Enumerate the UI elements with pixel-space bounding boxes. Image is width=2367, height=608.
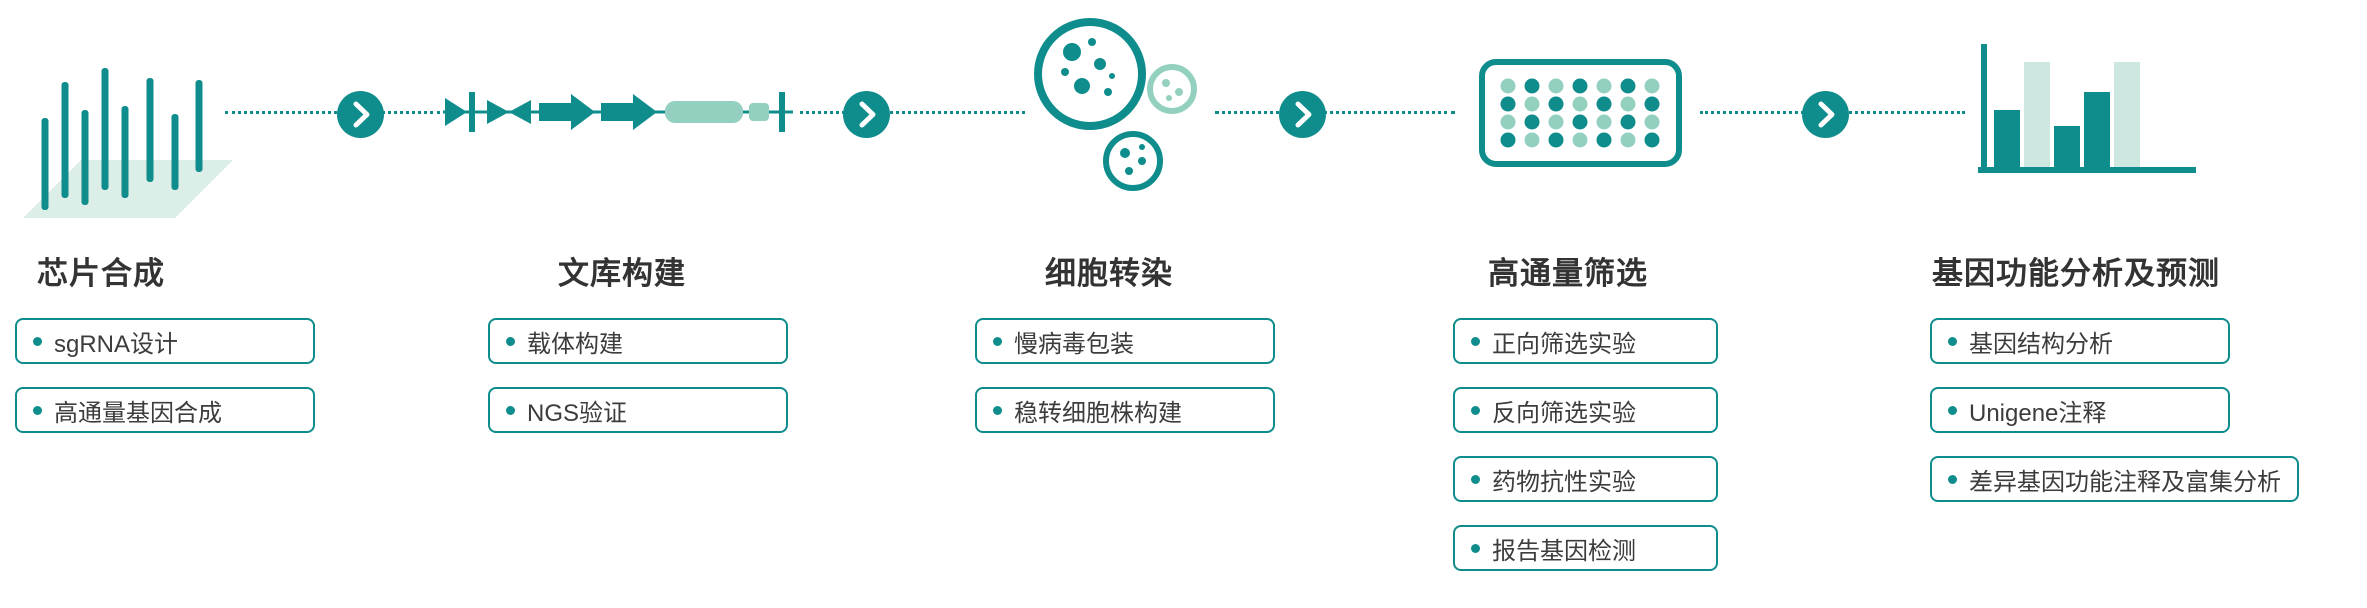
bullet-icon bbox=[993, 336, 1002, 346]
stage-items: sgRNA设计高通量基因合成 bbox=[15, 318, 315, 433]
stage-library-construction: 文库构建 载体构建 NGS验证 bbox=[443, 0, 818, 608]
workflow-item: 报告基因检测 bbox=[1453, 525, 1718, 571]
bullet-icon bbox=[1948, 405, 1957, 415]
dotted-connector bbox=[225, 111, 440, 114]
arrow-circle bbox=[843, 91, 890, 138]
bullet-icon bbox=[993, 405, 1002, 415]
stage-items: 基因结构分析 Unigene注释差异基因功能注释及富集分析 bbox=[1930, 318, 2299, 502]
chevron-right-icon bbox=[1295, 101, 1312, 128]
stage-title: 芯片合成 bbox=[37, 256, 165, 291]
workflow-item-label: 基因结构分析 bbox=[1969, 330, 2113, 358]
bar-chart-icon bbox=[1970, 42, 2200, 187]
workflow-item-label: 载体构建 bbox=[527, 330, 623, 358]
workflow-item: 稳转细胞株构建 bbox=[975, 387, 1275, 433]
bullet-icon bbox=[1948, 474, 1957, 484]
workflow-item-label: 报告基因检测 bbox=[1492, 537, 1636, 565]
dotted-connector bbox=[800, 111, 1025, 114]
workflow-item-label: 稳转细胞株构建 bbox=[1014, 399, 1182, 427]
bullet-icon bbox=[1948, 336, 1957, 346]
chevron-right-icon bbox=[353, 101, 370, 128]
bullet-icon bbox=[506, 336, 515, 346]
stage-items: 慢病毒包装稳转细胞株构建 bbox=[975, 318, 1275, 433]
workflow-item: 基因结构分析 bbox=[1930, 318, 2230, 364]
workflow-item-label: 反向筛选实验 bbox=[1492, 399, 1636, 427]
workflow-item-label: 药物抗性实验 bbox=[1492, 468, 1636, 496]
stage-items: 正向筛选实验反向筛选实验药物抗性实验报告基因检测 bbox=[1453, 318, 1718, 571]
stage-high-throughput-screening: 高通量筛选 正向筛选实验反向筛选实验药物抗性实验报告基因检测 bbox=[1453, 0, 1753, 608]
stage-title: 基因功能分析及预测 bbox=[1932, 256, 2220, 291]
workflow-item: 慢病毒包装 bbox=[975, 318, 1275, 364]
workflow-item: 高通量基因合成 bbox=[15, 387, 315, 433]
workflow-item: Unigene注释 bbox=[1930, 387, 2230, 433]
chevron-right-icon bbox=[859, 101, 876, 128]
stage-cell-transfection: 细胞转染 慢病毒包装稳转细胞株构建 bbox=[975, 0, 1305, 608]
bullet-icon bbox=[33, 405, 42, 415]
stage-title: 细胞转染 bbox=[1045, 256, 1173, 291]
workflow-item-label: 正向筛选实验 bbox=[1492, 330, 1636, 358]
workflow-item: 差异基因功能注释及富集分析 bbox=[1930, 456, 2299, 502]
stage-gene-function-analysis: 基因功能分析及预测 基因结构分析 Unigene注释差异基因功能注释及富集分析 bbox=[1930, 0, 2367, 608]
workflow-item: 反向筛选实验 bbox=[1453, 387, 1718, 433]
bullet-icon bbox=[506, 405, 515, 415]
workflow-item-label: 高通量基因合成 bbox=[54, 399, 222, 427]
workflow-item: 载体构建 bbox=[488, 318, 788, 364]
workflow-item-label: NGS验证 bbox=[527, 399, 628, 427]
workflow-item: 药物抗性实验 bbox=[1453, 456, 1718, 502]
cells-icon bbox=[1030, 14, 1220, 214]
chip-array-icon bbox=[23, 22, 233, 227]
arrow-circle bbox=[1279, 91, 1326, 138]
workflow-item: sgRNA设计 bbox=[15, 318, 315, 364]
dotted-connector bbox=[1215, 111, 1455, 114]
microplate-icon bbox=[1478, 58, 1683, 173]
stage-title: 高通量筛选 bbox=[1488, 256, 1648, 291]
bullet-icon bbox=[1471, 474, 1480, 484]
workflow-item-label: 慢病毒包装 bbox=[1014, 330, 1134, 358]
bullet-icon bbox=[1471, 543, 1480, 553]
chevron-right-icon bbox=[1818, 101, 1835, 128]
workflow-item-label: sgRNA设计 bbox=[54, 330, 179, 358]
workflow-item: 正向筛选实验 bbox=[1453, 318, 1718, 364]
stage-items: 载体构建 NGS验证 bbox=[488, 318, 788, 433]
arrow-circle bbox=[1802, 91, 1849, 138]
stage-title: 文库构建 bbox=[558, 256, 686, 291]
stage-chip-synthesis: 芯片合成 sgRNA设计高通量基因合成 bbox=[15, 0, 345, 608]
bullet-icon bbox=[1471, 336, 1480, 346]
workflow-item-label: Unigene注释 bbox=[1969, 399, 2107, 427]
arrow-circle bbox=[337, 91, 384, 138]
vector-construct-icon bbox=[443, 82, 793, 147]
bullet-icon bbox=[33, 336, 42, 346]
workflow-item-label: 差异基因功能注释及富集分析 bbox=[1969, 468, 2281, 496]
workflow-item: NGS验证 bbox=[488, 387, 788, 433]
bullet-icon bbox=[1471, 405, 1480, 415]
